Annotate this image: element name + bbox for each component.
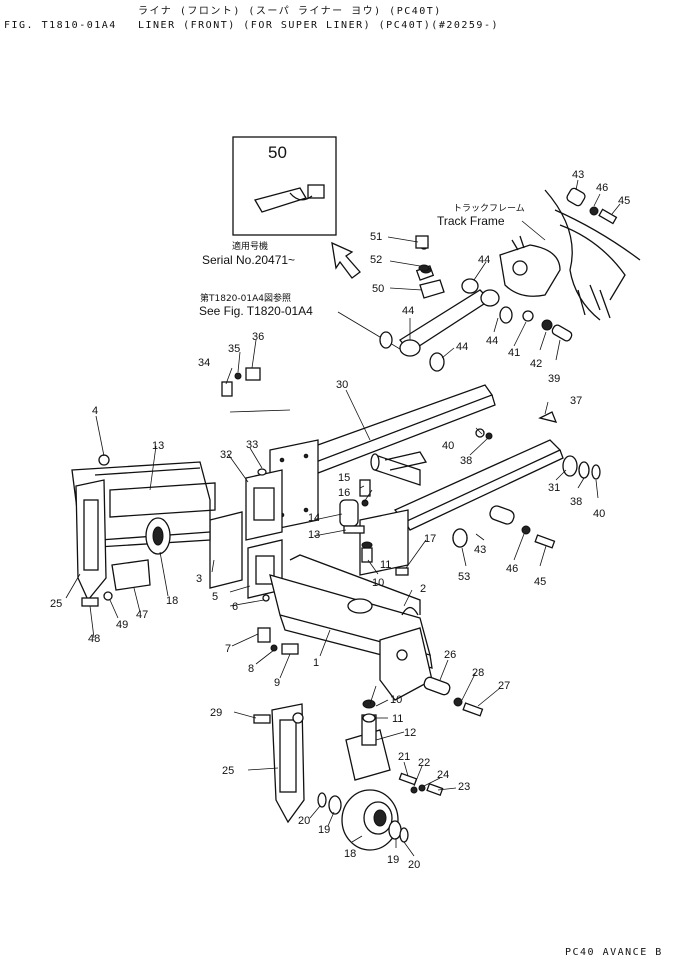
lower-roller xyxy=(317,789,409,851)
callout-1: 1 xyxy=(313,657,319,669)
callout-13: 13 xyxy=(308,529,320,541)
callout-33: 33 xyxy=(246,439,258,451)
diagram-title: LINER (FRONT) (FOR SUPER LINER) (PC40T)(… xyxy=(138,20,499,31)
callout-9: 9 xyxy=(274,677,280,689)
callout-40: 40 xyxy=(593,508,605,520)
see-fig-label: See Fig. T1820-01A4 xyxy=(199,304,313,318)
figure-number: FIG. T1810-01A4 xyxy=(4,20,117,31)
callout-43: 43 xyxy=(474,544,486,556)
callout-11: 11 xyxy=(380,559,391,571)
see-fig-jp: 第T1820-01A4図参照 xyxy=(200,292,291,304)
block-shape xyxy=(307,184,325,199)
callout-16: 16 xyxy=(338,487,350,499)
callout-8: 8 xyxy=(248,663,254,675)
callout-19: 19 xyxy=(387,854,399,866)
inset-jp-serial: 適用号機 xyxy=(232,240,268,252)
callout-42: 42 xyxy=(530,358,542,370)
footer-code: PC40 AVANCE B xyxy=(565,947,663,958)
callout-38: 38 xyxy=(570,496,582,508)
callout-47: 47 xyxy=(136,609,148,621)
callout-44: 44 xyxy=(456,341,468,353)
callout-3: 3 xyxy=(196,573,202,585)
callout-44: 44 xyxy=(402,305,414,317)
leader-lines xyxy=(65,179,621,857)
callout-26: 26 xyxy=(444,649,456,661)
callout-44: 44 xyxy=(478,254,490,266)
callout-25: 25 xyxy=(222,765,234,777)
callout-35: 35 xyxy=(228,343,240,355)
main-frame xyxy=(209,384,564,599)
bracket-shape xyxy=(254,187,307,213)
callout-30: 30 xyxy=(336,379,348,391)
callout-32: 32 xyxy=(220,449,232,461)
callout-52: 52 xyxy=(370,254,382,266)
callout-21: 21 xyxy=(398,751,410,763)
lower-frame xyxy=(269,554,484,717)
callout-25: 25 xyxy=(50,598,62,610)
track-frame-jp: トラックフレーム xyxy=(453,203,525,214)
callout-43: 43 xyxy=(572,169,584,181)
callout-2: 2 xyxy=(420,583,426,595)
callouts: 1234567891010111112131314151617181819192… xyxy=(50,169,630,871)
callout-14: 14 xyxy=(308,512,320,524)
callout-51: 51 xyxy=(370,231,382,243)
callout-15: 15 xyxy=(338,472,350,484)
inset-serial: Serial No.20471~ xyxy=(202,253,295,267)
callout-12: 12 xyxy=(404,727,416,739)
inset-box: 50 適用号機 Serial No.20471~ xyxy=(202,136,337,267)
callout-49: 49 xyxy=(116,619,128,631)
callout-27: 27 xyxy=(498,680,510,692)
callout-6: 6 xyxy=(232,601,238,613)
callout-53: 53 xyxy=(458,571,470,583)
callout-10: 10 xyxy=(372,577,384,589)
callout-10: 10 xyxy=(390,694,402,706)
callout-37: 37 xyxy=(570,395,582,407)
callout-18: 18 xyxy=(166,595,178,607)
callout-5: 5 xyxy=(212,591,218,603)
callout-29: 29 xyxy=(210,707,222,719)
callout-50: 50 xyxy=(372,283,384,295)
japanese-title: ライナ (フロント) (スーパ ライナー ヨウ) (PC40T) xyxy=(138,6,442,17)
callout-7: 7 xyxy=(225,643,231,655)
callout-44: 44 xyxy=(486,335,498,347)
callout-20: 20 xyxy=(408,859,420,871)
callout-40: 40 xyxy=(442,440,454,452)
callout-17: 17 xyxy=(424,533,436,545)
callout-46: 46 xyxy=(596,182,608,194)
callout-45: 45 xyxy=(618,195,630,207)
callout-18: 18 xyxy=(344,848,356,860)
callout-46: 46 xyxy=(506,563,518,575)
callout-28: 28 xyxy=(472,667,484,679)
callout-24: 24 xyxy=(437,769,449,781)
pointer-arrow xyxy=(331,241,361,279)
callout-31: 31 xyxy=(548,482,560,494)
callout-48: 48 xyxy=(88,633,100,645)
callout-45: 45 xyxy=(534,576,546,588)
callout-38: 38 xyxy=(460,455,472,467)
adjuster-rod xyxy=(379,240,513,372)
callout-4: 4 xyxy=(92,405,98,417)
callout-23: 23 xyxy=(458,781,470,793)
callout-34: 34 xyxy=(198,357,210,369)
inset-part-number: 50 xyxy=(268,143,287,162)
callout-13: 13 xyxy=(152,440,164,452)
left-support xyxy=(71,454,216,602)
track-frame xyxy=(499,189,641,321)
callout-41: 41 xyxy=(508,347,520,359)
callout-20: 20 xyxy=(298,815,310,827)
track-frame-label: Track Frame xyxy=(437,214,505,228)
callout-22: 22 xyxy=(418,757,430,769)
callout-36: 36 xyxy=(252,331,264,343)
callout-11: 11 xyxy=(392,713,403,725)
callout-19: 19 xyxy=(318,824,330,836)
callout-39: 39 xyxy=(548,373,560,385)
